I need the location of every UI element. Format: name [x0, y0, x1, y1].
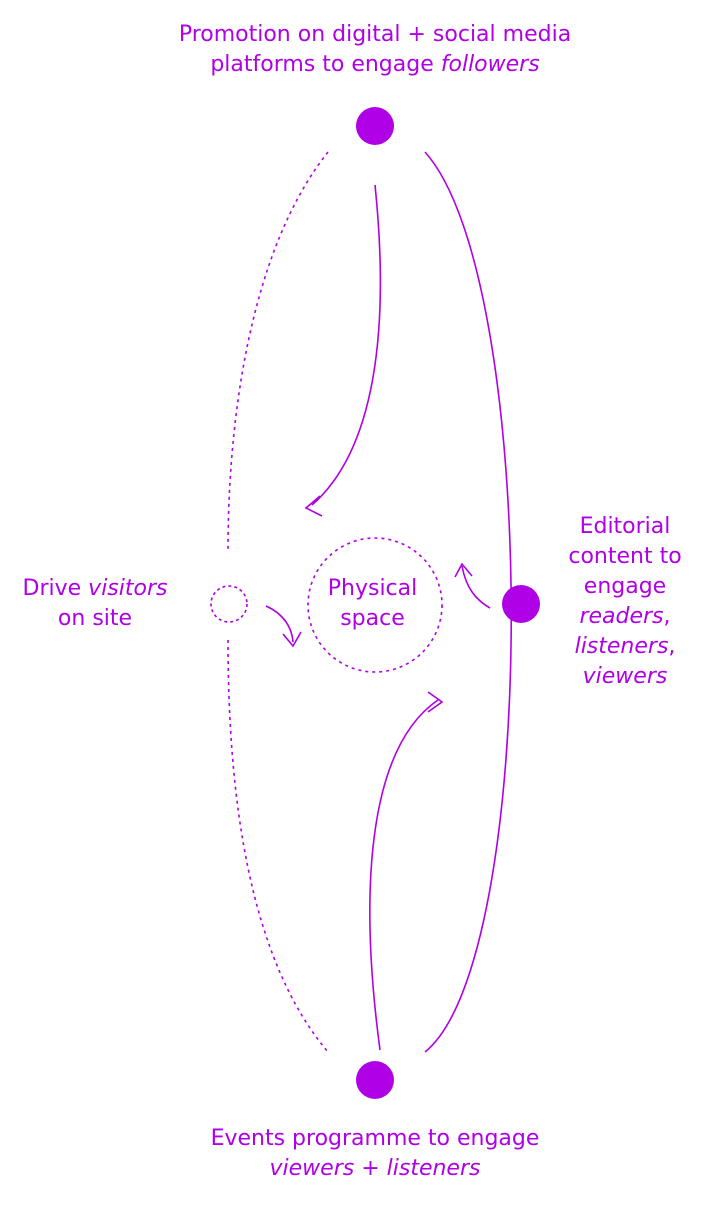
- right-node-label: Editorial content to engage readers, lis…: [550, 512, 700, 692]
- arrowhead-bottom-to-center: [427, 691, 444, 713]
- top-label-line1: Promotion on digital + social media: [178, 22, 572, 47]
- bottom-node-label: Events programme to engage viewers + lis…: [100, 1124, 650, 1184]
- right-label-comma-1: ,: [663, 604, 671, 629]
- node-bottom: [356, 1061, 394, 1099]
- center-node-label: Physical space: [290, 574, 455, 634]
- center-label-line1: Physical: [327, 576, 418, 601]
- top-label-line2: platforms to engage followers: [100, 50, 650, 80]
- arrowhead-right-to-center: [454, 562, 473, 578]
- right-label-line2: content to: [568, 544, 682, 569]
- node-right: [502, 585, 540, 623]
- arrowhead-left-to-center: [282, 631, 302, 648]
- bottom-label-line2: viewers + listeners: [100, 1154, 650, 1184]
- left-label-line2: on site: [57, 606, 133, 631]
- right-label-line5: listeners,: [550, 632, 700, 662]
- arrow-bottom-to-center: [369, 699, 439, 1051]
- top-label-followers: followers: [440, 52, 540, 77]
- arrow-right-to-center: [461, 565, 491, 609]
- right-label-readers: readers: [579, 604, 664, 629]
- left-label-visitors: visitors: [88, 576, 168, 601]
- bottom-label-plus: +: [354, 1156, 387, 1181]
- right-label-line6: viewers: [550, 662, 700, 692]
- visitors-circle: [210, 585, 248, 623]
- right-label-listeners: listeners: [574, 634, 669, 659]
- right-label-line1: Editorial: [579, 514, 671, 539]
- right-label-comma-2: ,: [668, 634, 676, 659]
- physical-space-circle: [307, 537, 443, 673]
- left-label-line1: Drive visitors: [0, 574, 190, 604]
- right-label-viewers: viewers: [582, 664, 668, 689]
- arrowhead-top-to-center: [304, 495, 323, 517]
- center-label-line2: space: [340, 606, 405, 631]
- outer-arc-left-upper: [227, 151, 329, 551]
- left-label-drive: Drive: [22, 576, 89, 601]
- right-label-line4: readers,: [550, 602, 700, 632]
- node-top: [356, 107, 394, 145]
- outer-arc-left-lower: [227, 639, 329, 1053]
- left-node-label: Drive visitors on site: [0, 574, 190, 634]
- arrow-left-to-center: [265, 605, 294, 643]
- bottom-label-listeners: listeners: [386, 1156, 481, 1181]
- right-label-line3: engage: [583, 574, 667, 599]
- bottom-label-viewers: viewers: [269, 1156, 355, 1181]
- bottom-label-line1: Events programme to engage: [210, 1126, 540, 1151]
- top-label-line2-plain: platforms to engage: [210, 52, 441, 77]
- top-node-label: Promotion on digital + social media plat…: [100, 20, 650, 80]
- arrow-top-to-center: [311, 184, 382, 506]
